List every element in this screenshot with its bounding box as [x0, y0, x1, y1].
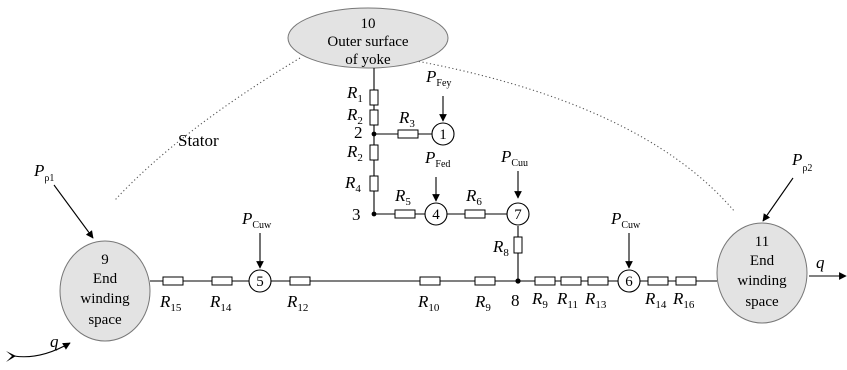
r14b-label: R14: [644, 289, 667, 311]
left-space-line3: space: [88, 312, 122, 328]
r13-label: R13: [584, 289, 607, 311]
p-rho1-label: Pρ1: [33, 161, 54, 184]
heat-flow-in-label: q: [50, 332, 59, 351]
r3-label: R3: [398, 108, 415, 130]
left-space-line2: winding: [80, 291, 130, 307]
resistor-r5: [394, 209, 416, 219]
right-space-line1: End: [750, 253, 775, 269]
resistor-r11: [560, 276, 582, 286]
p-rho2-arrow: [762, 177, 794, 222]
p-cuw-left-label: PCuw: [241, 209, 272, 231]
node-8-label: 8: [511, 291, 520, 310]
right-space-number: 11: [755, 234, 769, 250]
node-2-label: 2: [354, 123, 363, 142]
r10-label: R10: [417, 292, 440, 314]
stator-boundary-right: [399, 57, 736, 213]
yoke-surface-node: [287, 7, 449, 69]
resistor-r14a: [211, 276, 233, 286]
yoke-label-line2: of yoke: [345, 52, 391, 68]
right-end-winding-space: [716, 222, 808, 324]
r2b-label: R2: [346, 142, 363, 164]
stator-boundary-left: [114, 57, 301, 201]
resistor-r10: [419, 276, 441, 286]
resistor-r2a: [369, 109, 379, 126]
resistor-r1: [369, 89, 379, 106]
node-7-label: 7: [514, 207, 522, 223]
left-end-winding-space: [59, 240, 151, 342]
node-1: [431, 122, 455, 146]
r6-label: R6: [465, 186, 482, 208]
p-rho2-label: Pρ2: [791, 150, 812, 174]
node-1-label: 1: [439, 127, 447, 143]
heat-flow-in-tail: [6, 351, 16, 362]
r9b-label: R9: [531, 289, 548, 311]
junction-2: [371, 131, 377, 137]
resistor-r12: [289, 276, 311, 286]
p-cuw-right-label: PCuw: [610, 209, 641, 231]
resistor-r13: [587, 276, 609, 286]
p-rho1-arrow: [53, 184, 94, 239]
left-space-line1: End: [93, 271, 118, 287]
r5-label: R5: [394, 186, 411, 208]
resistor-r9a: [474, 276, 496, 286]
node-5: [248, 269, 272, 293]
yoke-label-line1: Outer surface: [327, 34, 409, 50]
node-4-label: 4: [432, 207, 440, 223]
node-6: [617, 269, 641, 293]
right-space-line3: space: [745, 294, 779, 310]
yoke-number: 10: [361, 16, 376, 32]
r15-label: R15: [159, 292, 182, 314]
junction-3: [371, 211, 377, 217]
heat-flow-out-label: q: [816, 253, 825, 272]
left-space-number: 9: [101, 252, 109, 268]
r16-label: R16: [672, 289, 695, 311]
node-6-label: 6: [625, 274, 633, 290]
node-7: [506, 202, 530, 226]
stator-label: Stator: [178, 131, 219, 150]
r2a-label: R2: [346, 105, 363, 127]
r11-label: R11: [556, 289, 578, 311]
resistor-r4: [369, 175, 379, 192]
p-fey-label: PFey: [425, 67, 451, 89]
resistor-r9b: [534, 276, 556, 286]
resistor-r16: [675, 276, 697, 286]
resistor-r8: [513, 236, 523, 254]
heat-flow-in-arrow: [13, 342, 71, 358]
r12-label: R12: [286, 292, 308, 314]
right-space-line2: winding: [737, 273, 787, 289]
r4-label: R4: [344, 173, 361, 195]
resistor-r6: [464, 209, 486, 219]
resistor-r3: [397, 129, 419, 139]
r9a-label: R9: [474, 292, 491, 314]
resistor-r14b: [647, 276, 669, 286]
node-3-label: 3: [352, 205, 361, 224]
node-5-label: 5: [256, 274, 264, 290]
p-cuu-label: PCuu: [500, 147, 528, 169]
r8-label: R8: [492, 237, 509, 259]
node-4: [424, 202, 448, 226]
junction-8: [515, 278, 521, 284]
resistor-r15: [162, 276, 184, 286]
p-fed-label: PFed: [424, 148, 450, 170]
resistor-r2b: [369, 144, 379, 161]
r14a-label: R14: [209, 292, 232, 314]
r1-label: R1: [346, 83, 363, 105]
